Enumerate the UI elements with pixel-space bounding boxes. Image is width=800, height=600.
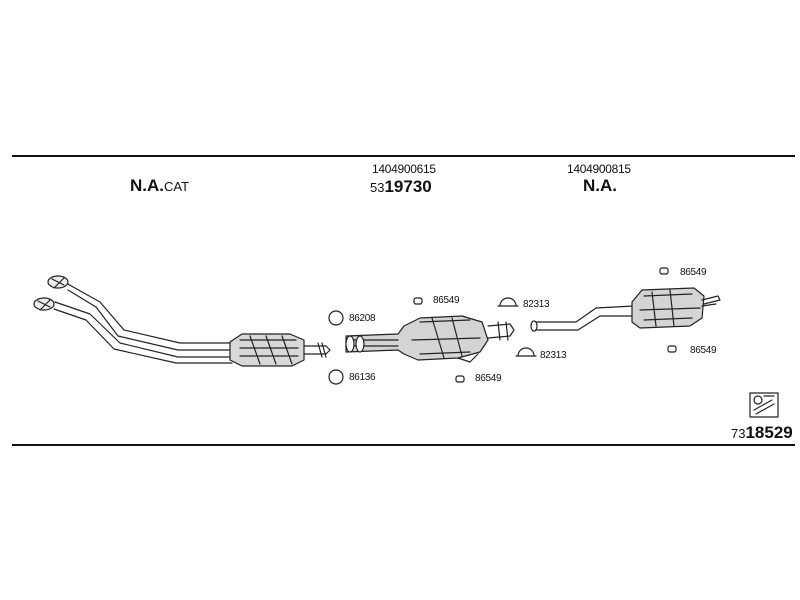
u-clamp-1 <box>497 297 519 307</box>
hanger-icon-4 <box>667 345 677 353</box>
clamp-ring-1 <box>328 310 344 326</box>
right-part-number: 1404900815 <box>567 162 631 176</box>
part-label-82313-b: 82313 <box>540 350 567 361</box>
hanger-icon-2 <box>455 375 465 383</box>
footer-code-main: 18529 <box>745 423 793 442</box>
clamp-ring-2 <box>328 369 344 385</box>
catalytic-converter <box>229 333 331 367</box>
right-label: N.A. <box>583 176 617 195</box>
left-label-main: N.A. <box>130 176 164 195</box>
front-pipe <box>33 275 233 364</box>
part-label-86549-a: 86549 <box>433 295 460 306</box>
bottom-rule <box>12 444 795 446</box>
hanger-icon-3 <box>659 267 669 275</box>
left-label: N.A.CAT <box>130 177 189 194</box>
footer-code: 7318529 <box>731 424 793 442</box>
left-label-suffix: CAT <box>164 179 190 194</box>
hanger-icon-1 <box>413 297 423 305</box>
part-label-86549-c: 86549 <box>680 267 707 278</box>
part-label-82313-a: 82313 <box>523 299 550 310</box>
center-muffler <box>345 315 515 363</box>
rear-muffler <box>631 287 721 329</box>
center-part-number: 1404900615 <box>372 162 436 176</box>
part-label-86549-d: 86549 <box>690 345 717 356</box>
part-label-86208: 86208 <box>349 313 376 324</box>
footer-code-prefix: 73 <box>731 426 746 441</box>
top-rule <box>12 155 795 157</box>
part-label-86136: 86136 <box>349 372 376 383</box>
settings-box-icon <box>749 392 779 418</box>
center-code-main: 19730 <box>384 177 432 196</box>
part-label-86549-b: 86549 <box>475 373 502 384</box>
center-code-prefix: 53 <box>370 180 385 195</box>
rear-pipe <box>530 305 635 332</box>
u-clamp-2 <box>515 347 537 357</box>
center-code: 5319730 <box>370 178 432 196</box>
